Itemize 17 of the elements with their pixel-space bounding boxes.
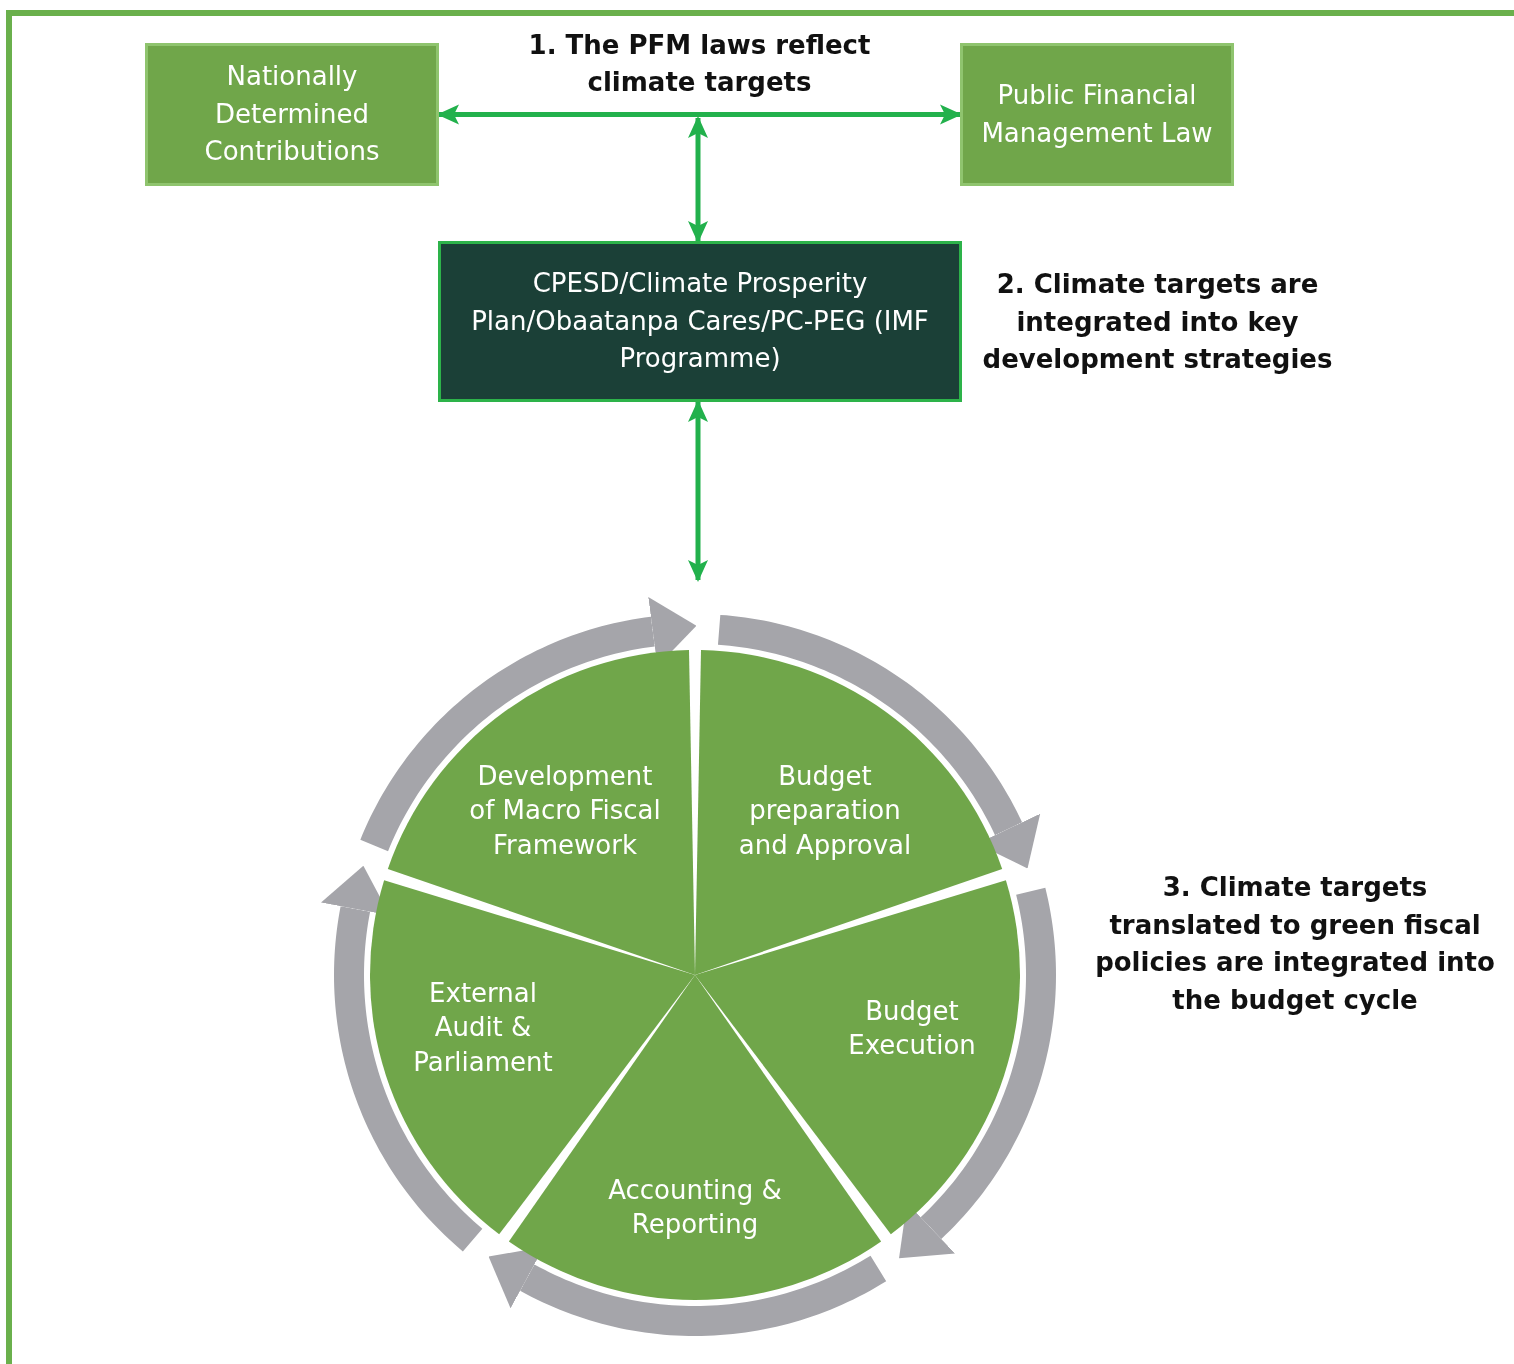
segment-label: Development of Macro Fiscal Framework [468,759,662,862]
arrow [688,116,708,243]
process-box [145,43,439,186]
box-label: CPESD/Climate Prosperity Plan/Obaatanpa Cares/PC-PEG (IMF Programme) [470,266,930,376]
box-label: Public Financial Management Law [980,78,1214,150]
segment-label: Budget preparation and Approval [737,759,913,862]
arrow [437,104,962,125]
arrow [688,400,708,582]
segment-label: External Audit & Parliament [412,976,554,1079]
annotation-text: 3. Climate targets translated to green fiscal policies are integrated into the budget cycle [1094,871,1496,1018]
process-box [960,43,1234,186]
programme-box [438,241,962,402]
box-label: Nationally Determined Contributions [203,59,381,169]
segment-label: Accounting & Reporting [607,1173,783,1241]
annotation-text: 2. Climate targets are integrated into key development strategies [981,268,1334,377]
edge-label: 1. The PFM laws reflect climate targets [527,28,872,100]
segment-label: Budget Execution [847,994,977,1062]
